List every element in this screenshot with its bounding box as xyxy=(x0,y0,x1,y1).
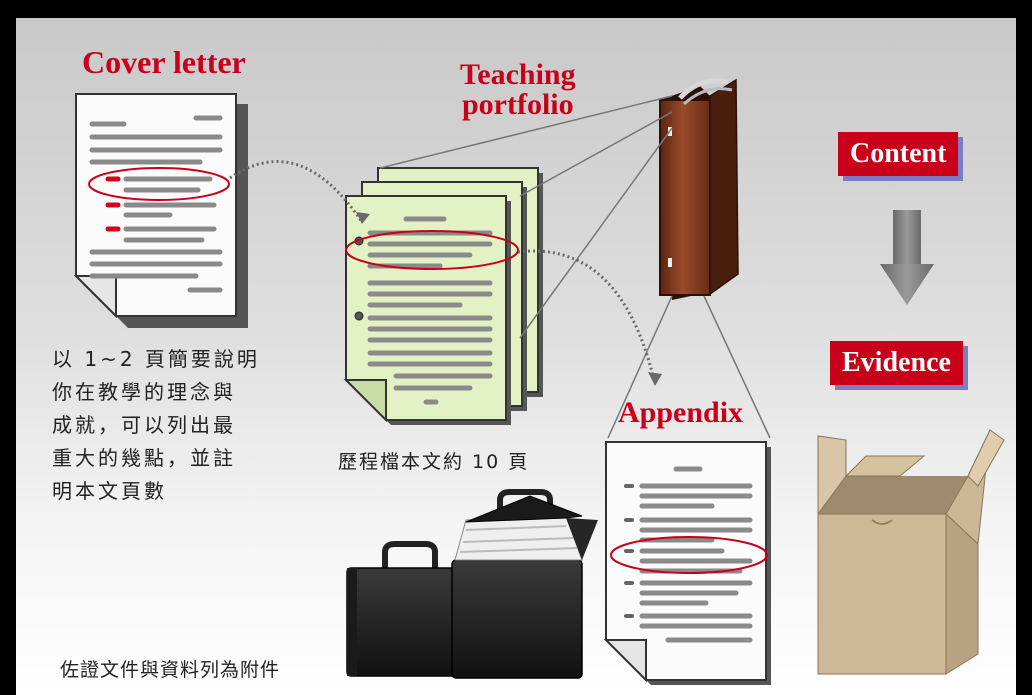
description-line: 成就，可以列出最 xyxy=(52,413,236,437)
appendix-title: Appendix xyxy=(618,396,744,429)
cover-letter-document xyxy=(73,93,248,328)
portfolio-body-caption: 歷程檔本文約 10 頁 xyxy=(338,451,530,473)
appendix-caption: 佐證文件與資料列為附件 xyxy=(60,659,281,681)
description-line: 明本文頁數 xyxy=(52,479,167,503)
description-line: 以 1~2 頁簡要說明 xyxy=(52,347,260,371)
briefcase-and-file-case xyxy=(346,489,598,679)
connector-arrows xyxy=(229,160,656,381)
content-to-evidence-arrow xyxy=(880,210,934,305)
title-bar-strip xyxy=(0,0,1032,18)
portfolio-title: Teaching portfolio xyxy=(460,60,576,120)
cover-letter-description: 以 1~2 頁簡要說明 你在教學的理念與 成就，可以列出最 重大的幾點，並註 明… xyxy=(52,343,282,508)
description-line: 你在教學的理念與 xyxy=(52,380,236,404)
portfolio-pages-stack xyxy=(343,167,543,425)
portfolio-title-line1: Teaching xyxy=(460,58,576,91)
appendix-document xyxy=(603,441,771,685)
evidence-label: Evidence xyxy=(830,341,963,385)
portfolio-title-line2: portfolio xyxy=(461,88,574,121)
zoom-lines xyxy=(379,95,771,439)
cover-letter-title: Cover letter xyxy=(82,44,246,80)
content-label: Content xyxy=(838,132,959,176)
description-line: 重大的幾點，並註 xyxy=(52,446,236,470)
connector-arrowhead xyxy=(356,212,370,224)
connector-arrowhead xyxy=(648,372,662,386)
evidence-box xyxy=(817,429,1005,675)
